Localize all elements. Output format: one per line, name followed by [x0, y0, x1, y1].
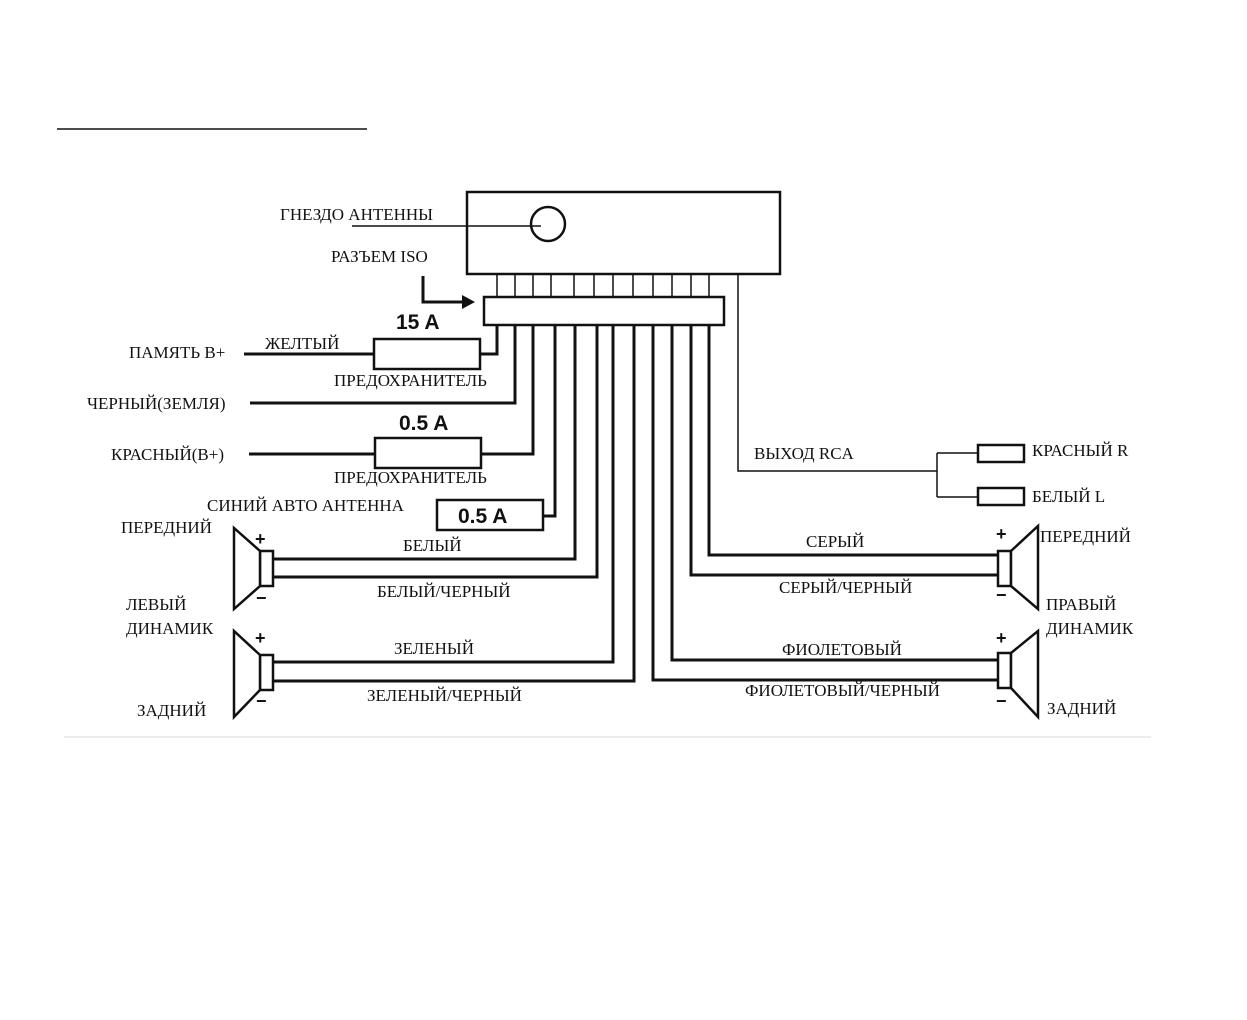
left-speaker-label-2: ДИНАМИК — [126, 619, 214, 638]
fuse-power-rating: 0.5 A — [399, 412, 448, 435]
rca-wiring — [737, 274, 1026, 507]
red-b-label: КРАСНЫЙ(В+) — [111, 445, 224, 464]
left-rear-speaker-icon — [232, 628, 275, 721]
black-ground-wire — [250, 325, 517, 405]
yellow-label: ЖЕЛТЫЙ — [265, 334, 339, 353]
right-front-label: ПЕРЕДНИЙ — [1040, 527, 1131, 546]
rca-out-label: ВЫХОД RCA — [754, 444, 855, 463]
gray-label: СЕРЫЙ — [806, 532, 864, 551]
white-wire — [273, 325, 577, 561]
right-speaker-label-2: ДИНАМИК — [1046, 619, 1134, 638]
left-front-label: ПЕРЕДНИЙ — [121, 518, 212, 537]
minus-icon: − — [256, 588, 267, 608]
gray-black-wire — [689, 325, 998, 577]
green-wire — [273, 325, 615, 664]
connector-pins — [496, 274, 710, 297]
green-black-wire — [273, 325, 636, 683]
left-speaker-label-1: ЛЕВЫЙ — [126, 595, 186, 614]
plus-icon: + — [255, 529, 266, 549]
head-unit — [465, 190, 782, 276]
gray-black-label: СЕРЫЙ/ЧЕРНЫЙ — [779, 578, 912, 597]
iso-connector-label: РАЗЪЕМ ISO — [331, 247, 428, 266]
black-ground-label: ЧЕРНЫЙ(ЗЕМЛЯ) — [87, 394, 225, 413]
violet-black-wire — [651, 325, 998, 682]
fuse-label-2: ПРЕДОХРАНИТЕЛЬ — [334, 468, 487, 487]
fuse-antenna — [435, 498, 545, 532]
fuse-label-1: ПРЕДОХРАНИТЕЛЬ — [334, 371, 487, 390]
rca-red-r-label: КРАСНЫЙ R — [1032, 441, 1129, 460]
antenna-socket-icon — [529, 205, 567, 243]
violet-label: ФИОЛЕТОВЫЙ — [782, 640, 902, 659]
fuse-15a-rating: 15 A — [396, 311, 440, 334]
right-front-speaker-icon — [996, 523, 1040, 612]
rca-white-plug — [976, 486, 1026, 507]
red-power-wire — [249, 325, 535, 470]
plus-icon: + — [996, 628, 1007, 648]
iso-arrow-icon — [421, 276, 475, 309]
white-label: БЕЛЫЙ — [403, 536, 462, 555]
right-rear-label: ЗАДНИЙ — [1047, 699, 1116, 718]
memory-b-label: ПАМЯТЬ В+ — [129, 343, 225, 362]
green-black-label: ЗЕЛЕНЫЙ/ЧЕРНЫЙ — [367, 686, 522, 705]
fuse-15a — [372, 337, 482, 371]
white-black-wire — [273, 325, 599, 579]
minus-icon: − — [996, 585, 1007, 605]
fuse-power — [373, 436, 483, 470]
antenna-socket-label: ГНЕЗДО АНТЕННЫ — [280, 205, 433, 224]
right-speaker-label-1: ПРАВЫЙ — [1046, 595, 1116, 614]
rca-red-plug — [976, 443, 1026, 464]
green-label: ЗЕЛЕНЫЙ — [394, 639, 474, 658]
white-black-label: БЕЛЫЙ/ЧЕРНЫЙ — [377, 582, 511, 601]
rca-white-l-label: БЕЛЫЙ L — [1032, 487, 1105, 506]
plus-icon: + — [255, 628, 266, 648]
left-rear-label: ЗАДНИЙ — [137, 701, 206, 720]
blue-auto-antenna-label: СИНИЙ АВТО АНТЕННА — [207, 496, 405, 515]
plus-icon: + — [996, 524, 1007, 544]
minus-icon: − — [996, 691, 1007, 711]
yellow-memory-wire — [244, 325, 499, 371]
fuse-antenna-rating: 0.5 A — [458, 505, 507, 528]
minus-icon: − — [256, 691, 267, 711]
iso-connector — [482, 295, 726, 327]
gray-wire — [707, 325, 998, 557]
right-rear-speaker-icon — [996, 628, 1040, 721]
left-front-speaker-icon — [232, 525, 275, 612]
blue-antenna-wire — [435, 325, 557, 532]
violet-black-label: ФИОЛЕТОВЫЙ/ЧЕРНЫЙ — [745, 681, 940, 700]
violet-wire — [670, 325, 998, 662]
